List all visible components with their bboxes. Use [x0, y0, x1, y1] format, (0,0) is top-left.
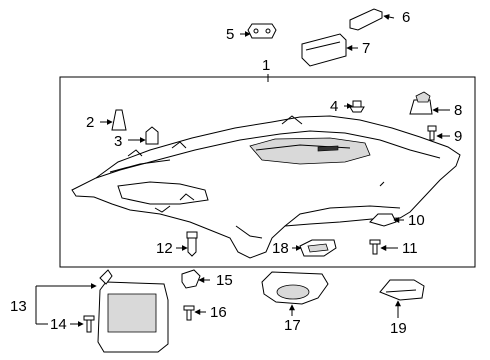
part-15-hook[interactable]: [181, 269, 201, 289]
callout-4: 4: [330, 98, 338, 115]
callout-12: 12: [156, 240, 173, 257]
callout-1: 1: [262, 57, 270, 74]
part-6-trim[interactable]: [349, 8, 383, 31]
part-11-screw[interactable]: [369, 239, 381, 255]
leader-lines: [35, 14, 450, 327]
callout-11: 11: [402, 240, 418, 257]
callout-19: 19: [390, 320, 407, 337]
callout-6: 6: [402, 9, 410, 26]
part-5-retainer[interactable]: [247, 23, 277, 39]
part-12-stud[interactable]: [186, 231, 198, 257]
callout-10: 10: [408, 212, 425, 229]
part-9-screw[interactable]: [427, 125, 437, 141]
part-17-lamp[interactable]: [261, 271, 329, 305]
part-4-pin[interactable]: [349, 100, 365, 113]
callout-9: 9: [454, 128, 462, 145]
callout-13: 13: [10, 298, 27, 315]
callout-8: 8: [454, 102, 462, 119]
part-8-mount[interactable]: [409, 91, 433, 115]
callout-14: 14: [50, 316, 67, 333]
callout-2: 2: [86, 114, 94, 131]
part-14-screw[interactable]: [83, 315, 95, 333]
callout-16: 16: [210, 304, 227, 321]
part-3-clip[interactable]: [145, 126, 159, 145]
headliner[interactable]: [71, 115, 461, 259]
part-7-bracket[interactable]: [301, 33, 347, 67]
part-16-screw[interactable]: [183, 305, 195, 321]
callout-15: 15: [216, 272, 233, 289]
part-13-sun-visor[interactable]: [97, 269, 169, 353]
part-19-lamp-housing[interactable]: [379, 279, 425, 301]
callout-18: 18: [272, 240, 289, 257]
callout-17: 17: [284, 317, 301, 334]
callout-5: 5: [226, 26, 234, 43]
part-18-lens[interactable]: [299, 239, 337, 257]
callout-3: 3: [114, 133, 122, 150]
part-2-clip[interactable]: [111, 109, 127, 131]
callout-7: 7: [362, 40, 370, 57]
